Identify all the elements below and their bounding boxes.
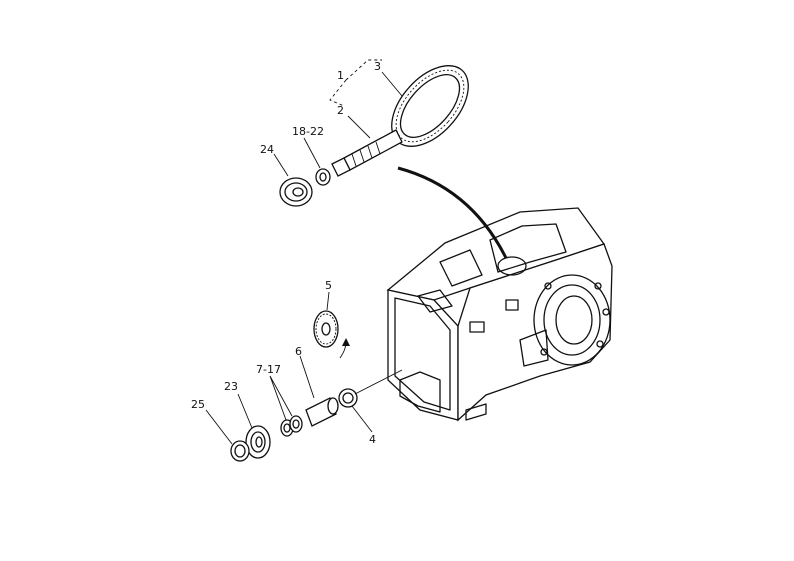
callout-3: 3: [374, 60, 381, 73]
callout-24: 24: [260, 143, 274, 156]
callout-23: 23: [224, 380, 238, 393]
install-arrow-pinion: [397, 166, 508, 259]
callout-18-22: 18-22: [292, 125, 324, 138]
pinion-shaft: [331, 129, 403, 177]
rings-7-17: [280, 415, 303, 437]
group-bracket-1: [329, 59, 382, 107]
callout-5: 5: [325, 279, 332, 292]
callout-2: 2: [337, 104, 344, 117]
spacer-6: [305, 397, 339, 427]
callout-6: 6: [295, 345, 302, 358]
callout-1: 1: [337, 69, 344, 82]
ring-gear: [391, 65, 469, 147]
sleeve-4: [338, 388, 358, 408]
transmission-housing: [386, 207, 613, 422]
shims-18-22: [315, 168, 331, 186]
bearing-25: [230, 440, 250, 462]
bearing-24: [279, 177, 313, 207]
callout-7-17: 7-17: [256, 363, 281, 376]
gear-5: [313, 310, 339, 348]
callout-labels: 1 2 3 4 5 6 7-17 18-22 23 24 25: [191, 60, 381, 446]
shaft-axis-line: [354, 369, 403, 395]
leader-lines: [205, 71, 403, 445]
callout-25: 25: [191, 398, 205, 411]
bearing-23: [245, 425, 271, 459]
callout-4: 4: [369, 433, 376, 446]
